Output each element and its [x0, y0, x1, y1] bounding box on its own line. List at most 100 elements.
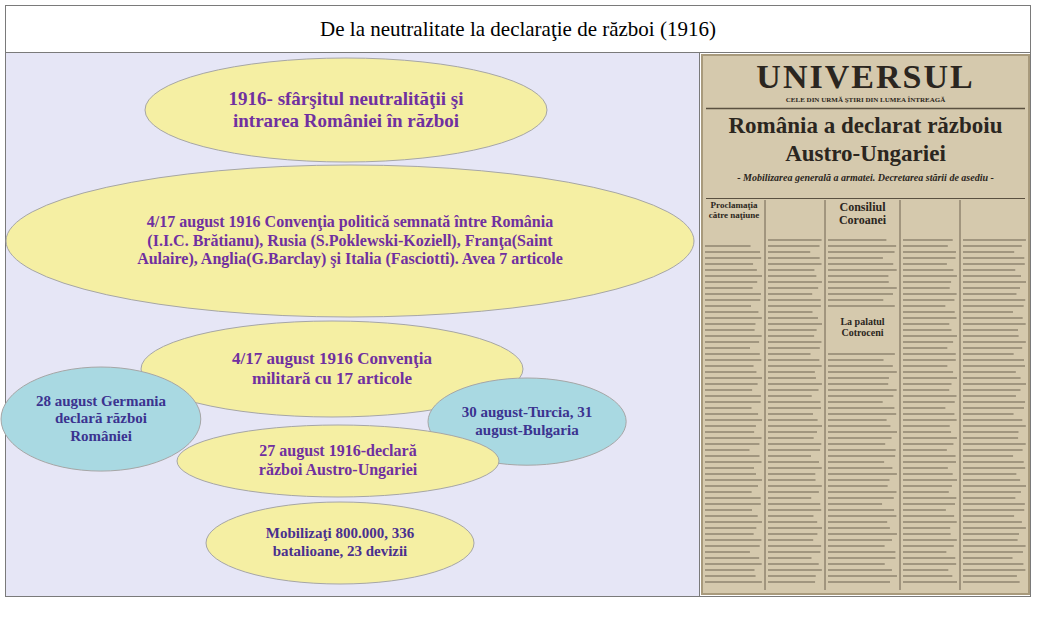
convention-ellipse: 4/17 august 1916 Convenţia politică semn… [5, 164, 695, 318]
print-line [768, 425, 822, 427]
print-line [963, 383, 1026, 385]
print-line [903, 569, 948, 571]
print-line [705, 551, 750, 553]
newspaper-rule [706, 198, 1025, 199]
print-line [903, 467, 948, 469]
print-line [903, 287, 950, 289]
print-line [963, 257, 1024, 259]
print-line [705, 515, 758, 517]
print-line [963, 389, 1020, 391]
column-heading: Proclamaţia către naţiune [705, 201, 763, 221]
print-line [705, 287, 753, 289]
print-line [903, 299, 954, 301]
print-line [903, 437, 957, 439]
print-line [903, 497, 956, 499]
newspaper-headline: România a declarat războiu Austro-Ungari… [702, 112, 1029, 167]
print-line [705, 371, 756, 373]
print-line [768, 407, 821, 409]
print-line [705, 257, 761, 259]
print-line [768, 449, 820, 451]
print-line [768, 521, 817, 523]
print-line [963, 515, 1014, 517]
print-line [768, 539, 813, 541]
print-line [903, 263, 947, 265]
print-line [903, 383, 951, 385]
print-line [963, 533, 1019, 535]
print-line [903, 557, 955, 559]
newspaper-masthead: UNIVERSUL [702, 58, 1029, 95]
print-line [903, 479, 957, 481]
print-line [705, 491, 752, 493]
print-line [903, 413, 954, 415]
print-line [903, 515, 954, 517]
ellipse-content: 4/17 august 1916 Convenţia politică semn… [128, 213, 573, 269]
print-line [768, 239, 822, 241]
newspaper-subheadline: - Mobilizarea generală a armatei. Decret… [704, 172, 1027, 184]
print-line [903, 401, 955, 403]
print-line [903, 491, 949, 493]
print-line [768, 281, 822, 283]
print-line [903, 533, 951, 535]
print-line [768, 245, 820, 247]
print-line [828, 263, 893, 265]
print-line [828, 491, 897, 493]
diagram-title: De la neutralitate la declaraţie de răzb… [6, 8, 1030, 51]
print-line [963, 437, 1018, 439]
print-line [705, 425, 756, 427]
mobilization-ellipse: Mobilizaţi 800.000, 336 batalioane, 23 d… [205, 501, 475, 585]
print-line [903, 281, 951, 283]
print-line [705, 341, 759, 343]
newspaper-photo [702, 55, 1029, 594]
print-line [963, 419, 1022, 421]
declaration-ellipse: 28 august Germania declară război Români… [0, 366, 202, 472]
print-line [768, 581, 815, 583]
print-line [768, 455, 811, 457]
print-line [768, 497, 811, 499]
print-line [963, 263, 1025, 265]
print-line [828, 563, 885, 565]
declaration-ellipse: 27 august 1916-declară război Austro-Ung… [176, 424, 500, 498]
print-line [705, 437, 762, 439]
print-line [705, 539, 761, 541]
print-line [903, 257, 956, 259]
print-line [963, 347, 1022, 349]
print-line [705, 293, 761, 295]
print-line [768, 533, 817, 535]
print-line [963, 485, 1026, 487]
print-line [963, 299, 1025, 301]
print-line [705, 305, 751, 307]
print-line [963, 239, 1026, 241]
print-line [828, 575, 897, 577]
print-line [768, 515, 813, 517]
print-line [963, 365, 1025, 367]
ellipse-shape [1, 367, 201, 471]
print-line [768, 365, 822, 367]
print-line [705, 503, 761, 505]
print-line [768, 437, 814, 439]
print-line [963, 287, 1020, 289]
table-rule [5, 52, 1031, 53]
print-line [963, 557, 1013, 559]
print-line [903, 551, 946, 553]
print-line [963, 467, 1025, 469]
print-line [768, 323, 822, 325]
print-line [828, 401, 883, 403]
print-line [963, 377, 1021, 379]
print-line [963, 503, 1025, 505]
print-line [963, 473, 1016, 475]
print-line [705, 419, 762, 421]
print-line [903, 431, 951, 433]
newspaper-page [702, 55, 1029, 594]
print-line [828, 509, 894, 511]
print-line [963, 491, 1021, 493]
print-line [705, 401, 761, 403]
print-line [768, 353, 811, 355]
print-line [768, 563, 819, 565]
print-line [828, 275, 888, 277]
print-line [903, 425, 950, 427]
print-line [963, 293, 1016, 295]
print-line [963, 413, 1014, 415]
print-line [828, 545, 885, 547]
print-line [903, 353, 956, 355]
print-line [705, 461, 762, 463]
